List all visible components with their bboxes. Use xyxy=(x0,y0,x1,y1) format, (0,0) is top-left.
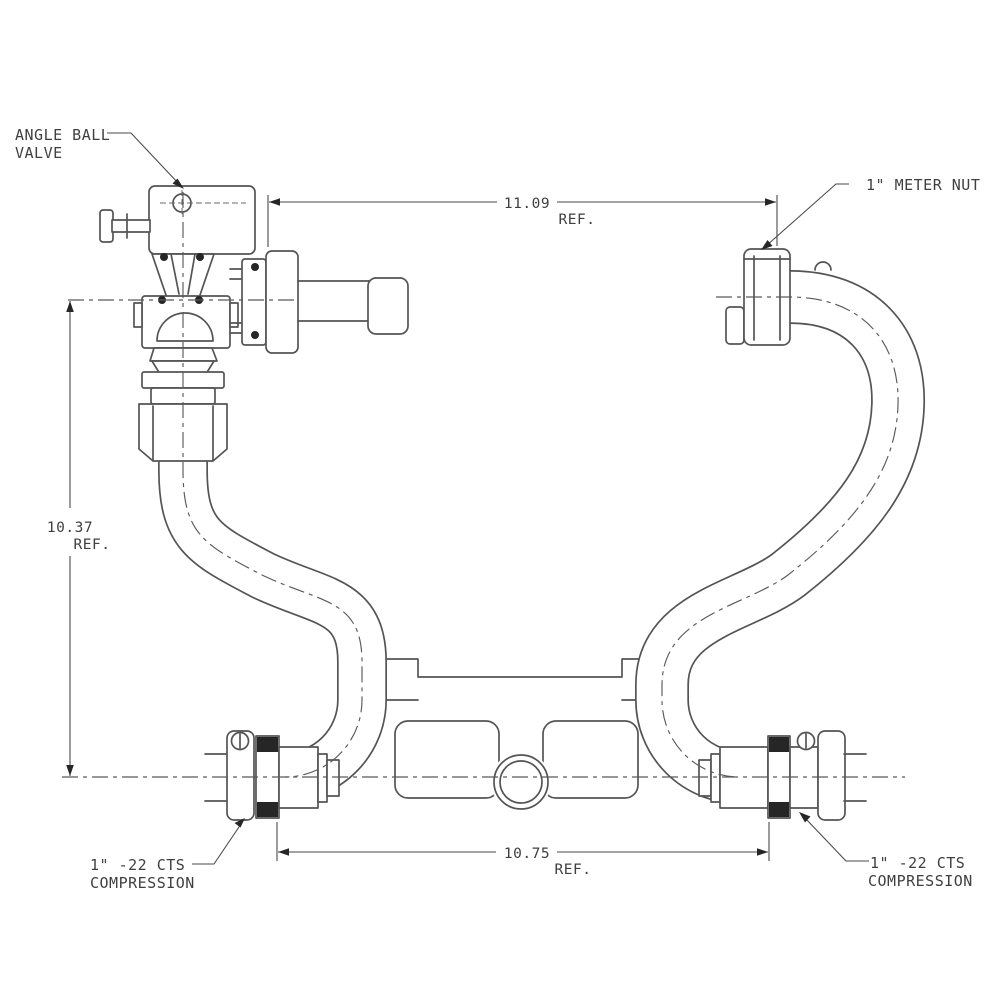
dimension-top-width: 11.09 REF. xyxy=(267,195,778,247)
valve-ball xyxy=(156,312,214,342)
outlet-meter-nut xyxy=(265,250,299,354)
dim-left-ref: REF. xyxy=(74,537,111,553)
yoke-tie-bar xyxy=(339,658,685,701)
meter-nut-label: 1" METER NUT xyxy=(866,176,980,194)
extension-lines xyxy=(276,822,770,861)
callout-cts-right: 1" -22 CTS COMPRESSION xyxy=(799,812,973,890)
callout-cts-left: 1" -22 CTS COMPRESSION xyxy=(90,818,245,892)
valve-handle-knob xyxy=(99,209,114,243)
left-pipe-centerline xyxy=(182,192,363,778)
valve-handle-rod xyxy=(111,219,151,233)
service-tube-stub-right xyxy=(843,753,867,802)
dim-left-value: 10.37 xyxy=(47,520,93,536)
cts-right-label-line2: COMPRESSION xyxy=(868,872,973,890)
dim-bottom-ref: REF. xyxy=(555,862,592,878)
meter-nut-flange xyxy=(725,306,745,345)
cts-left-label-line2: COMPRESSION xyxy=(90,874,195,892)
cts-right-label-line1: 1" -22 CTS xyxy=(870,854,965,872)
dimension-left-height: 10.37 REF. xyxy=(47,301,111,776)
extension-lines xyxy=(267,195,778,247)
outlet-tail-flange xyxy=(367,277,409,335)
meter-support-bracket xyxy=(394,720,639,799)
callout-angle-ball-valve: ANGLE BALL VALVE xyxy=(15,126,184,189)
coupling-nut-right xyxy=(817,730,846,821)
angle-ball-valve-label-line1: ANGLE BALL xyxy=(15,126,110,144)
valve-cap xyxy=(148,185,256,255)
casting-lug xyxy=(814,261,832,271)
angle-ball-valve xyxy=(99,185,409,462)
callout-meter-nut: 1" METER NUT xyxy=(761,176,980,250)
dim-top-ref: REF. xyxy=(559,212,596,228)
center-boss xyxy=(491,752,551,812)
centerlines xyxy=(62,192,905,778)
dim-top-value: 11.09 xyxy=(504,196,550,212)
service-tube-stub-left xyxy=(204,753,229,802)
right-pipe-centerline xyxy=(661,296,899,778)
left-riser-pipe xyxy=(158,452,387,802)
dimension-bottom-width: 10.75 REF. xyxy=(276,822,770,878)
coupling-nut-left xyxy=(226,730,255,821)
cts-left-label-line1: 1" -22 CTS xyxy=(90,856,185,874)
angle-ball-valve-label-line2: VALVE xyxy=(15,144,63,162)
dim-bottom-value: 10.75 xyxy=(504,846,550,862)
